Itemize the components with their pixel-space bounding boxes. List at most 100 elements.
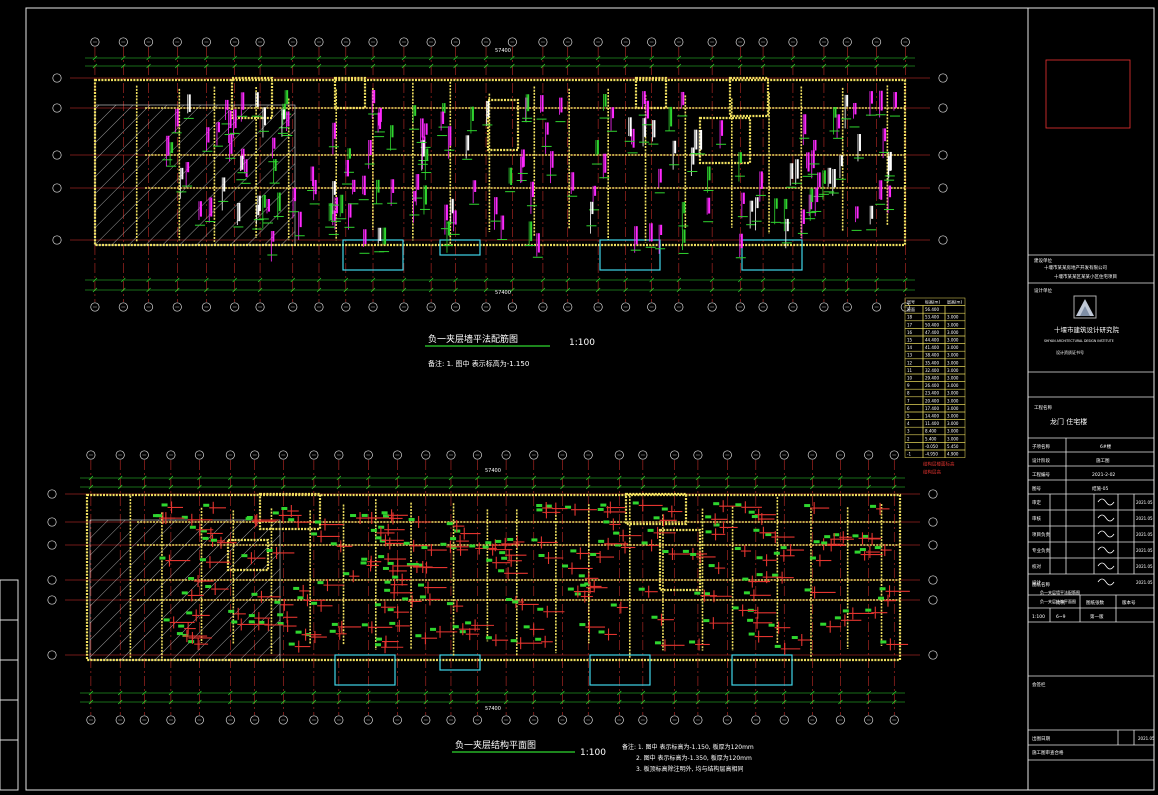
axis-bubble [621,302,631,312]
level-table-value: 4 [907,421,910,426]
annotation-text [643,91,646,105]
axis-bubble [938,103,948,113]
dim-tick [423,690,429,696]
annotation-text [756,197,759,209]
dim-tick [781,475,787,481]
level-table-value: 17.400 [925,406,939,411]
axis-bubble [501,450,511,460]
project-title-label: 工程名称 [1034,404,1052,411]
dim-tick [838,690,843,696]
bottom-plan-total-dim-bottom: 57400 [485,706,501,712]
rebar-label [708,564,715,568]
dim-tick [121,63,126,69]
dim-tick [168,484,174,490]
annotation-text [207,127,210,143]
dim-tick [676,63,682,69]
dim-tick [540,277,546,283]
dim-tick [725,699,730,705]
rebar-label [361,513,368,517]
annotation-text [234,109,237,129]
axis-bubble [115,450,125,460]
axis-bubble [928,650,938,660]
balcony-slab [334,654,396,686]
dim-tick [336,484,342,490]
axis-bubble [144,302,154,312]
level-table-value: 56.400 [925,307,939,312]
bottom-plan-scale: 1:100 [580,748,606,758]
dim-tick [595,63,601,69]
axis-bubble [288,37,298,47]
axis-bubble [928,575,938,585]
dim-tick [565,63,571,69]
annotation-text [660,224,663,236]
dim-tick [640,690,646,696]
dim-tick [737,55,743,61]
dim-tick [649,63,654,69]
top-plan-note: 备注: 1. 图中 表示标高为-1.150 [428,359,529,368]
axis-bubble [255,302,265,312]
rebar-label [370,528,377,532]
dim-tick [676,55,682,61]
axis-bubble [647,37,657,47]
dim-tick [448,690,454,696]
annotation-text [775,198,778,209]
dim-tick [672,699,677,705]
level-table-value: 2 [907,436,910,441]
role-name: 审核 [1032,515,1041,522]
dim-tick [503,699,509,705]
annotation-text [591,201,594,215]
dim-tick [737,287,743,293]
axis-bubble [115,715,125,725]
dim-tick [343,55,349,61]
dim-tick [316,55,322,61]
dim-tick [92,63,98,69]
rebar-label [654,641,661,645]
rebar-label [756,573,763,577]
axis-bubble [166,450,176,460]
annotation-text [241,155,244,170]
level-table-value: 屋面 [907,306,915,312]
axis-bubble [938,150,948,160]
axis-bubble [693,450,703,460]
dim-tick [810,475,815,481]
dim-tick [281,475,286,481]
level-table-header: 层号 [907,299,915,305]
rebar-label [188,577,195,581]
dim-tick [88,690,94,696]
annotation-text [330,203,333,221]
annotation-text [560,97,563,113]
dim-tick [753,690,759,696]
annotation-text [818,172,821,188]
balcony-slab [741,239,803,271]
key-plan-frame [1045,59,1131,129]
axis-bubble [52,183,62,193]
rebar-label [597,507,604,511]
annotation-text [740,233,743,249]
annotation-text [267,199,270,212]
level-table-value: 7 [907,398,910,403]
dim-tick [891,690,897,696]
dim-tick [423,475,429,481]
annotation-text [833,169,836,188]
annotation-text [333,122,336,139]
rebar-label [537,607,544,611]
rebar-label [694,591,701,595]
annotation-text [229,110,232,129]
axis-bubble [446,450,456,460]
rebar-label [297,596,304,600]
level-table-value: 3.000 [947,376,959,381]
rebar-label [859,548,866,552]
axis-bubble [368,37,378,47]
level-table-value: 3.000 [947,315,959,320]
rebar-label [713,523,720,527]
bottom-plan-total-dim-top: 57400 [485,468,501,474]
dim-tick [290,287,296,293]
axis-bubble [819,302,829,312]
dim-tick [117,475,123,481]
rebar-label [735,503,742,507]
rebar-label [507,537,514,541]
rebar-label [874,546,881,550]
rebar-label [813,540,820,544]
rebar-label [705,515,712,519]
dim-tick [838,699,843,705]
